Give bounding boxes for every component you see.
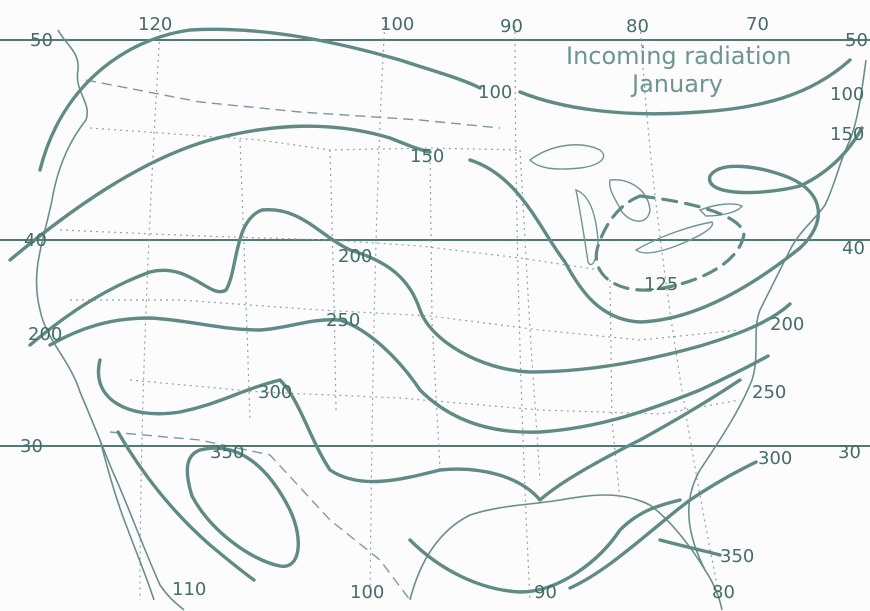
canada-border [85, 79, 501, 129]
border-col-1 [239, 139, 251, 421]
lake-superior [528, 144, 605, 170]
lon-label-90: 90 [500, 16, 523, 37]
isoline-label-125: 125 [644, 274, 678, 295]
lon-label-bottom-90: 90 [534, 582, 557, 603]
lon-label-80: 80 [626, 16, 649, 37]
isoline-100-east [518, 58, 852, 116]
border-row-3 [70, 299, 741, 341]
lake-huron [608, 179, 651, 222]
isoline-label-250: 250 [326, 310, 360, 331]
longitude-labels-bottom: 110 100 90 80 [172, 579, 735, 603]
national-borders [85, 79, 501, 601]
lat-label-left-40: 40 [24, 230, 47, 251]
isoline-label-right-300: 300 [758, 448, 792, 469]
longitude-labels-top: 120 100 90 80 70 [138, 14, 769, 37]
lat-label-right-40: 40 [842, 238, 865, 259]
isoline-200 [28, 208, 792, 374]
isoline-250 [48, 316, 770, 434]
meridian-100 [369, 19, 386, 601]
border-row-4 [129, 379, 741, 415]
isoline-label-200: 200 [338, 246, 372, 267]
isoline-label-right-350: 350 [720, 546, 754, 567]
border-row-2 [59, 229, 601, 271]
lon-label-70: 70 [746, 14, 769, 35]
isoline-150-west [8, 124, 432, 262]
border-col-5 [609, 279, 621, 501]
isoline-label-left-200: 200 [28, 324, 62, 345]
latitude-labels: 50 40 30 50 40 30 [20, 30, 868, 463]
isoline-350-sw-outer [116, 430, 256, 582]
great-lakes [528, 144, 744, 266]
map-title-line2: January [630, 70, 723, 98]
state-borders [59, 127, 741, 501]
isoline-label-300: 300 [258, 382, 292, 403]
isoline-100-north [38, 27, 482, 172]
isoline-gulf [408, 498, 682, 594]
baja-coast [99, 439, 155, 601]
mexico-border [109, 431, 411, 601]
meridian-90 [514, 19, 531, 601]
longitude-lines [139, 19, 721, 601]
isoline-label-right-150: 150 [830, 124, 864, 145]
isoline-label-right-100: 100 [830, 84, 864, 105]
lake-erie [634, 221, 714, 254]
map-title: Incoming radiation January [566, 42, 791, 98]
lon-label-bottom-110: 110 [172, 579, 206, 600]
lat-label-right-50: 50 [845, 30, 868, 51]
border-col-4 [519, 149, 541, 481]
coastline [35, 29, 867, 611]
isoline-label-150: 150 [410, 146, 444, 167]
isoline-350-sw-loop [185, 446, 300, 568]
lat-label-right-30: 30 [838, 442, 861, 463]
atlantic-coast [688, 59, 867, 571]
isoline-label-right-250: 250 [752, 382, 786, 403]
isoline-300-florida [568, 460, 758, 590]
lake-michigan [575, 188, 599, 266]
border-col-2 [329, 149, 337, 411]
map-title-line1: Incoming radiation [566, 42, 791, 70]
pacific-coast [35, 29, 185, 611]
isoline-300 [96, 358, 742, 502]
isoline-125-loop [594, 194, 746, 292]
lat-label-left-30: 30 [20, 436, 43, 457]
lon-label-bottom-100: 100 [350, 582, 384, 603]
isoline-label-350: 350 [210, 442, 244, 463]
isolines [8, 27, 864, 594]
gulf-coast [409, 494, 723, 611]
isoline-labels: 100 150 200 250 300 350 125 100 150 200 … [28, 82, 864, 567]
lake-ontario [698, 203, 744, 217]
isoline-label-right-200: 200 [770, 314, 804, 335]
isoline-350-florida [658, 538, 722, 557]
meridian-120 [139, 29, 161, 601]
isoline-label-100: 100 [478, 82, 512, 103]
lon-label-100: 100 [380, 14, 414, 35]
border-col-3 [429, 149, 441, 471]
lon-label-120: 120 [138, 14, 172, 35]
lon-label-bottom-80: 80 [712, 582, 735, 603]
lat-label-left-50: 50 [30, 30, 53, 51]
isoline-150-east [468, 126, 864, 324]
latitude-lines [0, 39, 870, 447]
